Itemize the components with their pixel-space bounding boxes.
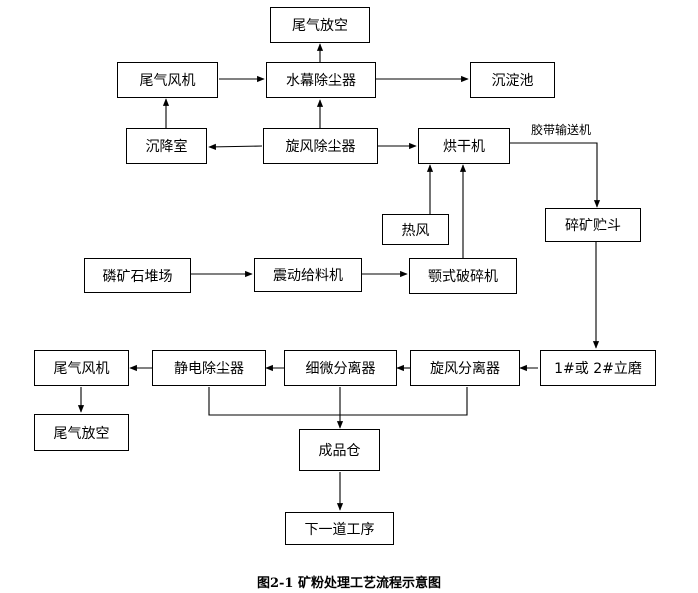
node-fine-separator: 细微分离器: [284, 350, 397, 386]
node-cyclone-dust-collector: 旋风除尘器: [263, 128, 378, 164]
arrow-cyclone-to-chamber: [208, 143, 263, 150]
arrow-dryer-to-hopper: [510, 142, 601, 208]
node-electrostatic-precipitator: 静电除尘器: [152, 350, 266, 386]
node-tail-fan-bottom: 尾气风机: [34, 350, 129, 386]
node-settling-pond: 沉淀池: [470, 62, 555, 98]
node-cyclone-separator: 旋风分离器: [410, 350, 520, 386]
figure-caption: 图2-1 矿粉处理工艺流程示意图: [256, 576, 441, 591]
node-vertical-mill: 1#或 2#立磨: [540, 350, 656, 386]
node-crushed-ore-hopper: 碎矿贮斗: [545, 208, 641, 242]
node-vibrating-feeder: 震动给料机: [254, 258, 362, 292]
label-belt-conveyor: 胶带输送机: [531, 123, 592, 137]
node-settling-chamber: 沉降室: [126, 128, 207, 164]
node-hot-air: 热风: [382, 214, 449, 245]
node-next-process: 下一道工序: [285, 512, 394, 545]
node-ore-yard: 磷矿石堆场: [84, 258, 191, 293]
node-product-silo: 成品仓: [299, 429, 380, 471]
node-tail-fan-top: 尾气风机: [117, 62, 218, 98]
line-collector: [208, 387, 468, 416]
node-jaw-crusher: 颚式破碎机: [409, 258, 517, 294]
node-tail-gas-vent-top: 尾气放空: [270, 7, 370, 43]
node-tail-gas-vent-bottom: 尾气放空: [34, 414, 129, 451]
node-water-curtain-dust-collector: 水幕除尘器: [266, 62, 376, 98]
node-dryer: 烘干机: [418, 128, 510, 164]
